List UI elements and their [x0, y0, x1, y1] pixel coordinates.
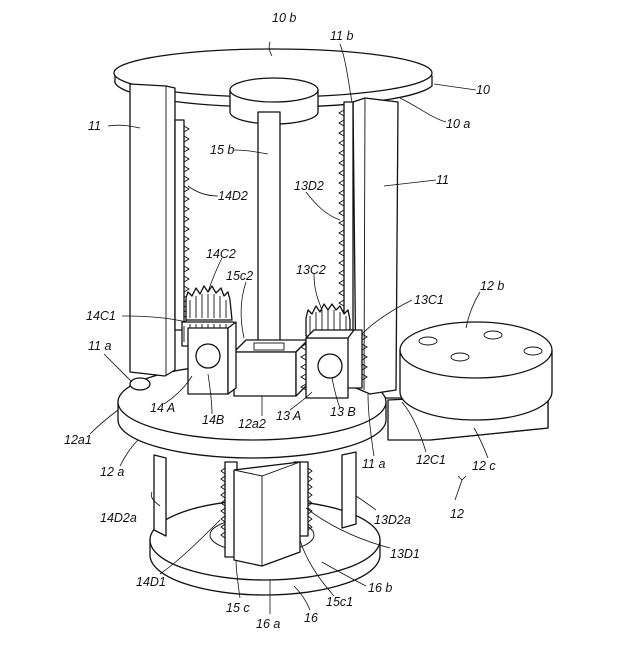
lower-rod-13D2a [342, 452, 356, 528]
label-16: 16 [304, 611, 318, 625]
label-13D2: 13D2 [294, 179, 324, 193]
label-13C2: 13C2 [296, 263, 326, 277]
label-15b: 15 b [210, 143, 234, 157]
label-12C1: 12C1 [416, 453, 446, 467]
label-10a: 10 a [446, 117, 470, 131]
label-12a2: 12a2 [238, 417, 266, 431]
label-10: 10 [476, 83, 490, 97]
label-10b: 10 b [272, 11, 296, 25]
lower-shaft-15c [234, 462, 300, 566]
label-14C1: 14C1 [86, 309, 116, 323]
bearing-block-14A [188, 322, 236, 394]
label-15c2: 15c2 [226, 269, 253, 283]
label-11-left: 11 [88, 119, 101, 133]
label-13D2a: 13D2a [374, 513, 411, 527]
gear-14C2 [186, 286, 232, 320]
label-14B: 14B [202, 413, 224, 427]
bearing-block-13A [301, 330, 354, 398]
roller-11a [130, 378, 150, 390]
label-13B: 13 B [330, 405, 356, 419]
label-13C1: 13C1 [414, 293, 444, 307]
label-11b: 11 b [330, 29, 353, 43]
label-12a1: 12a1 [64, 433, 92, 447]
label-12b: 12 b [480, 279, 504, 293]
label-11-right: 11 [436, 173, 449, 187]
label-16a: 16 a [256, 617, 280, 631]
label-14D2a: 14D2a [100, 511, 137, 525]
cylinder-12b [400, 322, 552, 420]
label-13D1: 13D1 [390, 547, 420, 561]
label-15c1: 15c1 [326, 595, 353, 609]
label-13A: 13 A [276, 409, 301, 423]
label-11a-right: 11 a [362, 457, 385, 471]
label-11a-left: 11 a [88, 339, 111, 353]
label-14A: 14 A [150, 401, 175, 415]
label-12: 12 [450, 507, 464, 521]
center-block-12a2 [234, 340, 308, 396]
gear-13C1 [346, 330, 367, 388]
label-16b: 16 b [368, 581, 392, 595]
central-shaft-15b [258, 112, 280, 350]
label-14D2: 14D2 [218, 189, 248, 203]
pillar-11-left [130, 84, 175, 376]
lower-rod-14D2a [154, 455, 166, 536]
label-12a: 12 a [100, 465, 124, 479]
label-14D1: 14D1 [136, 575, 166, 589]
rack-13D2 [339, 102, 353, 332]
label-12c: 12 c [472, 459, 496, 473]
label-15c: 15 c [226, 601, 250, 615]
label-14C2: 14C2 [206, 247, 236, 261]
